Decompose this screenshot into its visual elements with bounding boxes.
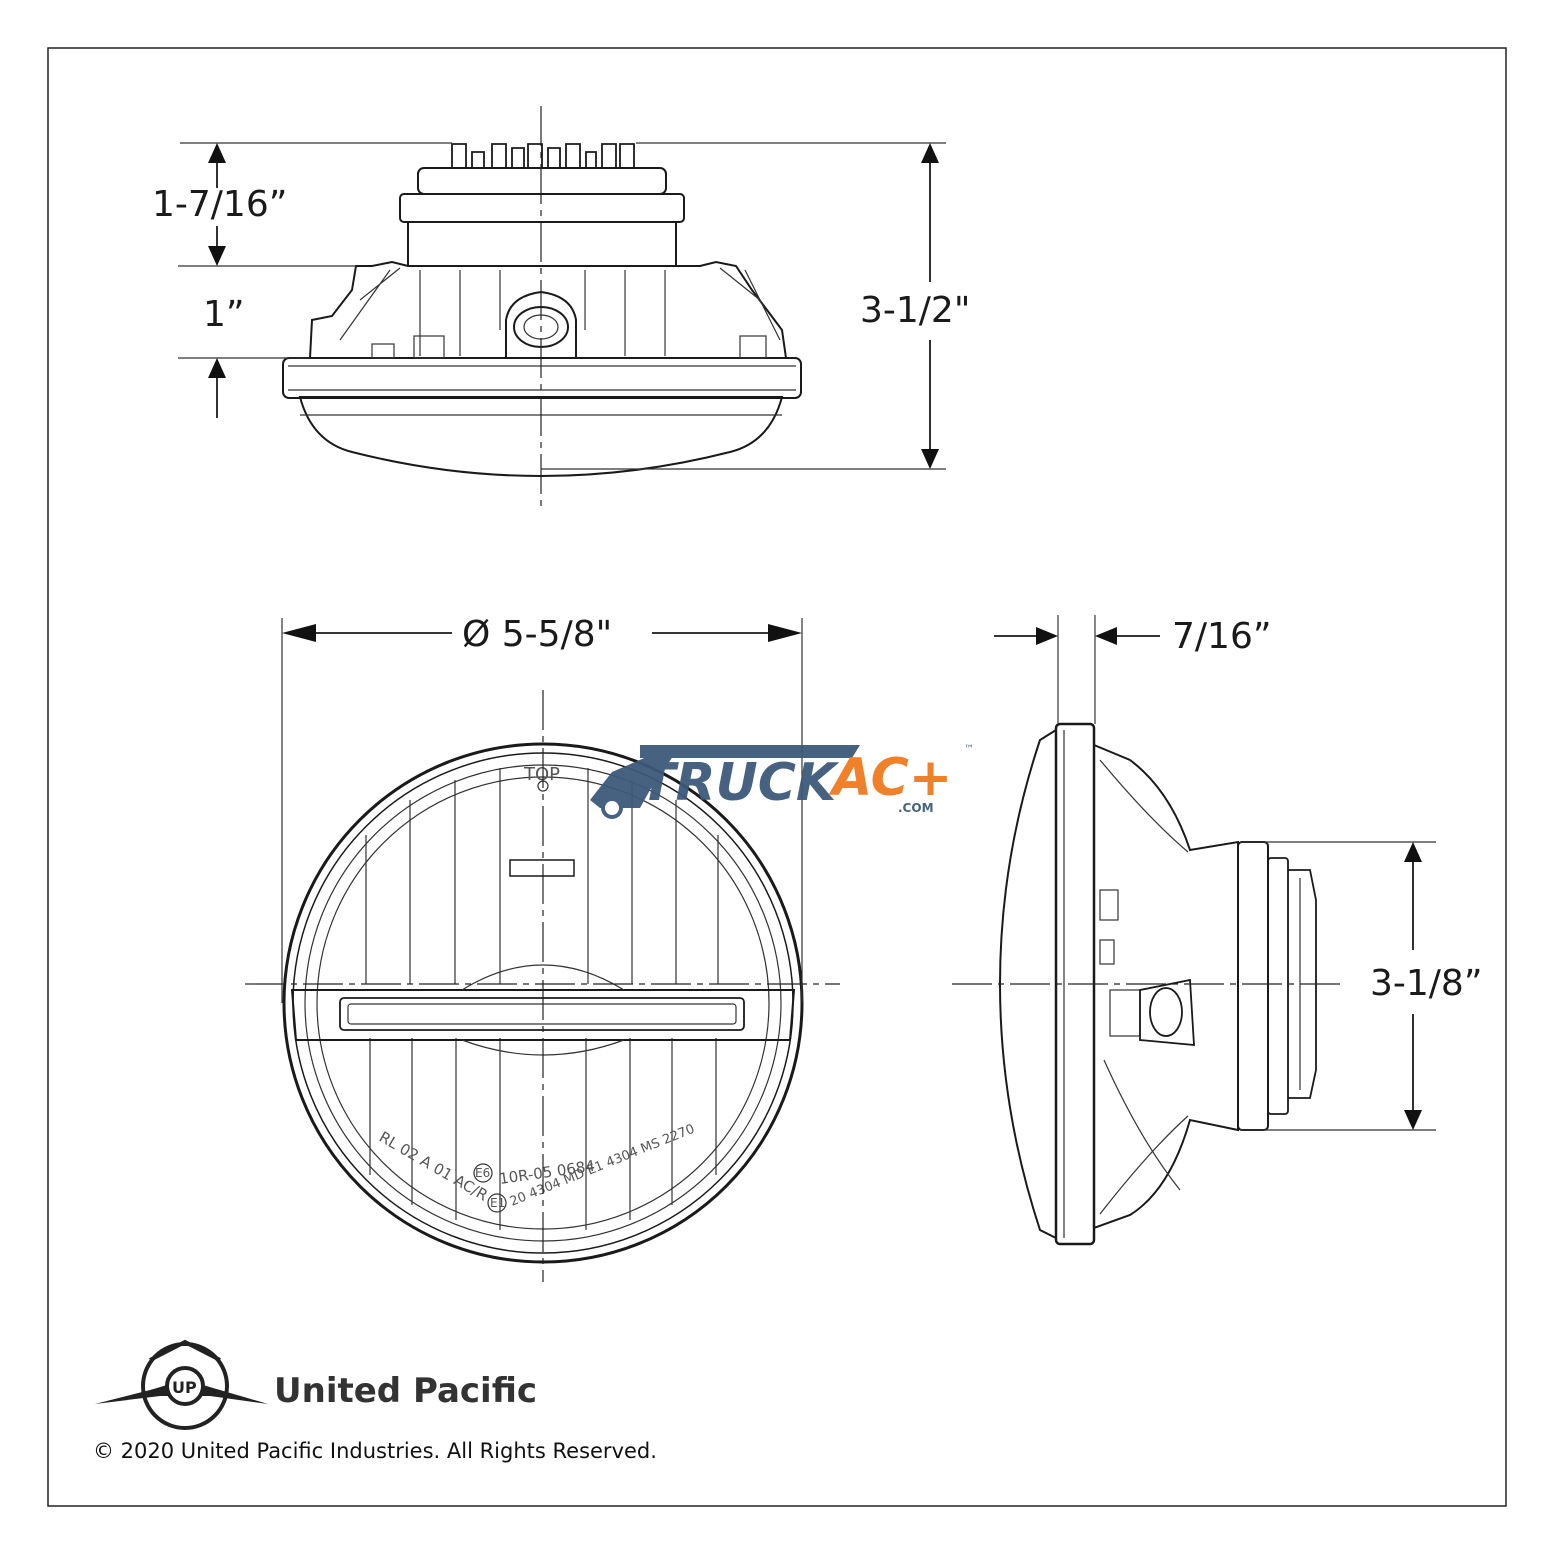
copyright-text: © 2020 United Pacific Industries. All Ri…	[93, 1439, 657, 1463]
dim-overall-depth: 3-1/2"	[860, 290, 970, 331]
brand-name: United Pacific	[274, 1371, 537, 1411]
watermark-ac-text: AC+	[828, 748, 952, 808]
lens-top-marking: TOP	[523, 764, 560, 785]
watermark-truck-text: TRUCK	[640, 753, 840, 813]
logo-monogram: UP	[172, 1378, 197, 1397]
dim-diameter: Ø 5-5/8"	[462, 614, 612, 655]
lens-marking-e6: E6	[475, 1166, 490, 1180]
watermark-tm: ™	[964, 744, 974, 755]
dim-upper-height: 1-7/16”	[152, 184, 287, 225]
dim-rim-thickness: 7/16”	[1172, 616, 1272, 657]
dim-lower-height: 1”	[203, 294, 245, 335]
united-pacific-logo: UP United Pacific	[95, 1339, 537, 1430]
top-view: 1-7/16” 1” 3-1/2"	[152, 106, 970, 508]
sheet-border	[47, 47, 1507, 1507]
dim-rear-height: 3-1/8”	[1370, 963, 1482, 1004]
truck-icon	[590, 746, 680, 808]
watermark-com-text: .COM	[898, 801, 934, 815]
side-view: 7/16” 3-1/8”	[952, 615, 1482, 1246]
truckac-watermark: TRUCK AC+ .COM ™	[590, 744, 974, 819]
lens-marking-e1: E1	[490, 1196, 505, 1210]
